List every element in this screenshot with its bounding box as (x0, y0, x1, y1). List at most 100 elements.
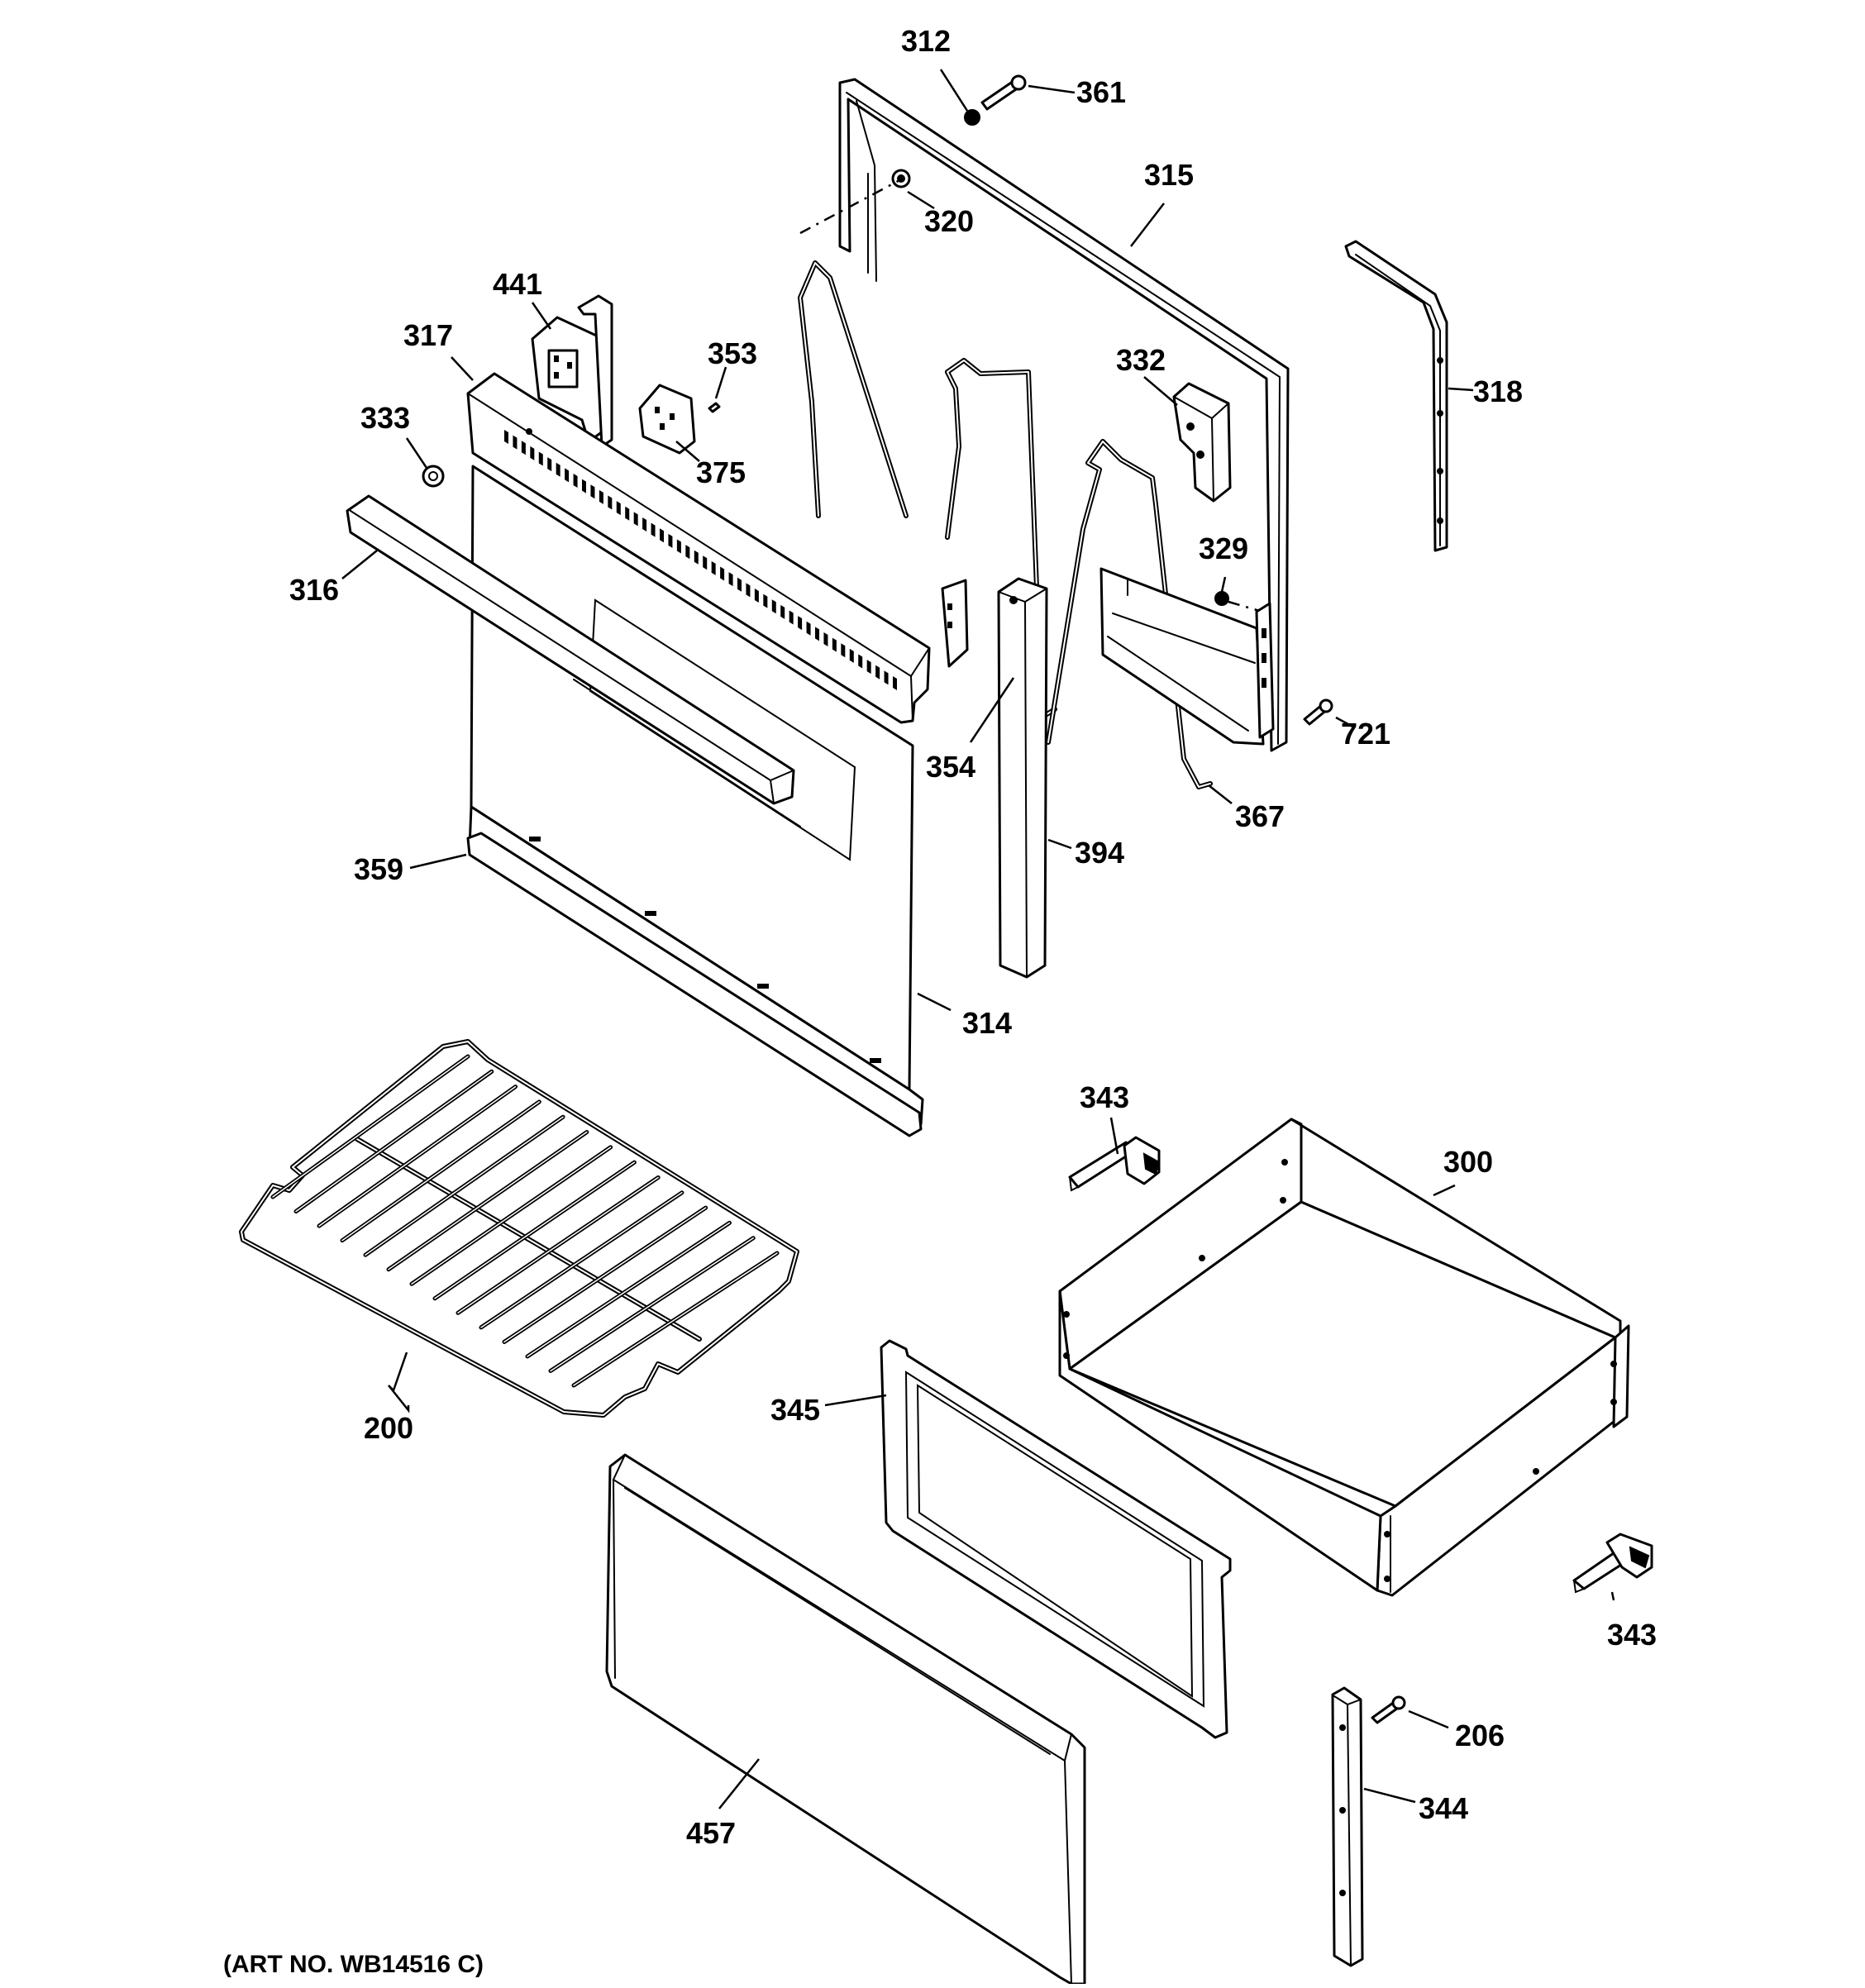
callout-359: 359 (354, 852, 403, 886)
vent-slot (798, 616, 803, 631)
vent-slot (565, 468, 570, 483)
vent-slot (823, 632, 828, 647)
part-315-lower-frame (1099, 567, 1265, 746)
rack-bar-highlight (318, 1085, 517, 1227)
callout-457: 457 (686, 1816, 736, 1850)
vent-slot (538, 451, 543, 466)
rack-bar-highlight (457, 1176, 659, 1314)
part-457-drawer-front (605, 1453, 1086, 1986)
vent-slot (633, 512, 638, 527)
vent-slot (530, 446, 535, 460)
rack-bar-highlight (411, 1147, 612, 1285)
vent-slot (875, 665, 880, 679)
vent-slot (642, 517, 647, 532)
callout-721: 721 (1341, 717, 1390, 751)
vent-slot (884, 670, 889, 685)
part-361-screw (980, 74, 1027, 111)
part-359-bottom-trim (466, 832, 923, 1137)
rack-bar-highlight (365, 1116, 564, 1256)
callout-394: 394 (1075, 836, 1124, 870)
callout-314: 314 (962, 1006, 1012, 1040)
part-394-side-channel (941, 577, 1048, 979)
callout-354: 354 (926, 750, 975, 784)
callout-300: 300 (1443, 1145, 1493, 1179)
rack-bar-highlight (341, 1101, 541, 1242)
rack-bar-highlight (573, 1252, 778, 1386)
vent-slot (651, 522, 656, 537)
vent-slot (806, 621, 811, 636)
callout-318: 318 (1473, 374, 1523, 408)
vent-slot (547, 457, 552, 472)
callout-labels: 312 361 315 320 441 317 353 375 333 332 … (223, 24, 1657, 1978)
vent-slot (763, 594, 768, 608)
vent-slot (754, 589, 759, 603)
vent-slot (711, 560, 716, 575)
part-375-clip (638, 384, 696, 455)
callout-200: 200 (364, 1411, 413, 1445)
part-300-drawer-box (1058, 1118, 1630, 1597)
vent-slot (660, 528, 664, 543)
rack-bar-highlight (295, 1070, 493, 1213)
vent-slot (858, 654, 863, 669)
part-343-slide-lower (1572, 1533, 1653, 1594)
vent-slot (815, 627, 819, 641)
callout-329: 329 (1199, 532, 1248, 565)
leader-lines (341, 69, 1615, 1809)
vent-slot (746, 583, 751, 598)
callout-343-upper: 343 (1080, 1080, 1129, 1114)
vent-slot (720, 566, 725, 581)
vent-slot (608, 495, 613, 510)
callout-441: 441 (493, 267, 542, 301)
vent-slot (841, 643, 846, 658)
part-721-screw (1303, 698, 1333, 726)
vent-slot (694, 550, 699, 565)
part-315-hinge (1255, 602, 1275, 739)
callout-375: 375 (696, 455, 746, 489)
part-316-handle (346, 494, 795, 805)
callout-312: 312 (901, 24, 951, 58)
callout-333: 333 (360, 401, 410, 435)
part-343-slide-upper (1068, 1136, 1161, 1192)
callout-206: 206 (1455, 1719, 1505, 1752)
part-315-door-liner (799, 78, 1290, 752)
vent-slot (789, 610, 794, 625)
art-number-caption: (ART NO. WB14516 C) (223, 1951, 484, 1978)
callout-316: 316 (289, 573, 339, 607)
vent-slot (668, 533, 673, 548)
part-206-screw (1371, 1695, 1406, 1724)
callout-353: 353 (708, 336, 757, 370)
callout-344: 344 (1419, 1791, 1468, 1825)
vent-slot (625, 506, 630, 521)
vent-slot (849, 648, 854, 663)
part-317-vent-panel (466, 372, 931, 724)
part-345-drawer-front-frame (880, 1339, 1232, 1739)
part-312-washer (964, 109, 980, 126)
vent-slot (513, 435, 518, 450)
callout-315: 315 (1144, 158, 1194, 192)
vent-slot (573, 473, 578, 488)
vent-slot (521, 441, 526, 455)
callout-317: 317 (403, 318, 453, 352)
vent-slot (832, 637, 837, 652)
vent-slot (582, 479, 586, 493)
callout-361: 361 (1076, 75, 1126, 109)
vent-slot (728, 572, 733, 587)
vent-slot (599, 489, 603, 504)
rack-bar-highlight (550, 1237, 754, 1372)
callout-320: 320 (924, 204, 974, 238)
rack-bar-highlight (480, 1192, 683, 1328)
part-200-oven-rack (239, 1039, 799, 1418)
part-332-bracket (1172, 382, 1232, 503)
part-353-screw (708, 402, 721, 413)
callout-367: 367 (1235, 799, 1285, 833)
vent-slot (737, 577, 742, 592)
vent-slot (771, 599, 776, 614)
callout-345: 345 (770, 1393, 820, 1427)
vent-slot (556, 462, 560, 477)
vent-slot (780, 604, 785, 619)
rack-bar-highlight (434, 1161, 636, 1299)
callout-332: 332 (1116, 343, 1166, 377)
vent-slot (590, 484, 595, 499)
rack-bar-highlight (527, 1222, 731, 1357)
